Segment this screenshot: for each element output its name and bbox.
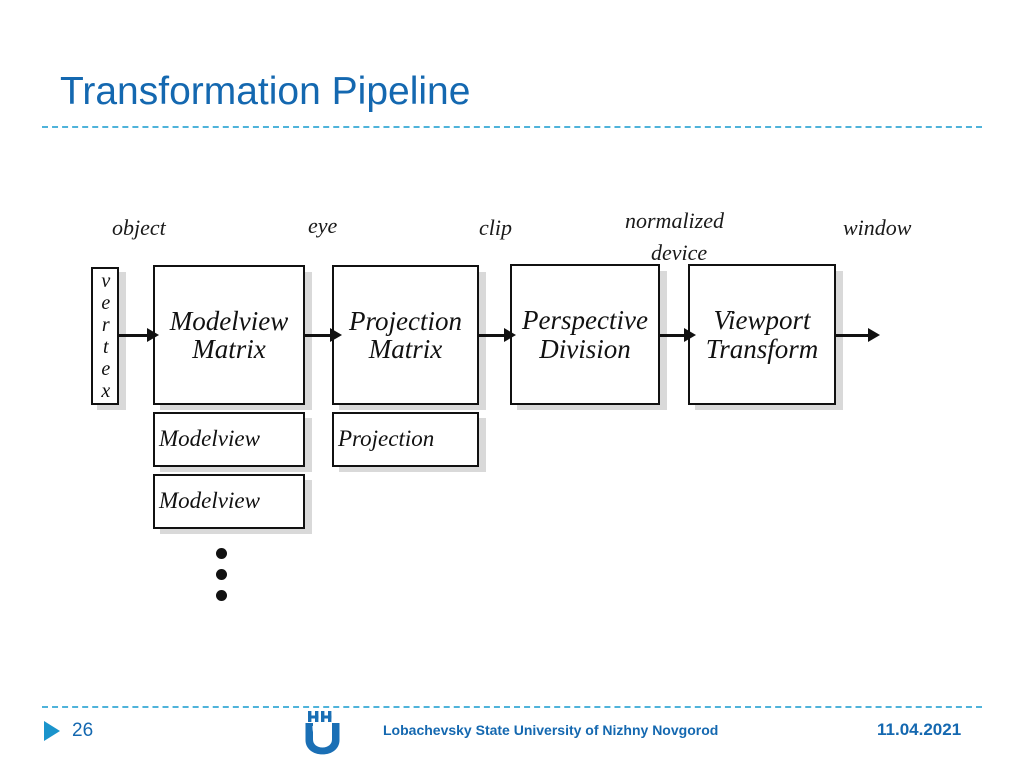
vertex-label: vertex <box>94 270 117 402</box>
modelview-matrix-line1: Modelview <box>169 305 289 336</box>
modelview-matrix-line2: Matrix <box>192 334 266 364</box>
perspective-division-line1: Perspective <box>522 305 648 336</box>
arrow-vertex-to-modelview <box>119 328 159 342</box>
page-title: Transformation Pipeline <box>60 70 471 113</box>
stage-label-normalized: normalized <box>625 208 724 233</box>
title-divider <box>42 126 982 128</box>
arrow-perspective-to-viewport <box>660 328 696 342</box>
footer-organization: Lobachevsky State University of Nizhny N… <box>383 722 719 738</box>
stage-label-window: window <box>843 215 912 240</box>
arrow-modelview-to-projection <box>305 328 342 342</box>
perspective-division-line2: Division <box>539 333 631 364</box>
projection-matrix-line2: Matrix <box>368 334 443 364</box>
page-number: 26 <box>72 720 94 741</box>
perspective-division-box: Perspective Division <box>510 264 660 405</box>
stage-label-eye: eye <box>308 213 338 238</box>
lobachevsky-university-logo-icon <box>302 709 344 755</box>
modelview-matrix-box: Modelview Matrix <box>153 265 305 405</box>
stage-label-device: device <box>651 240 708 265</box>
modelview-stack-item-2: Modelview <box>153 474 305 529</box>
arrow-viewport-to-window <box>836 328 880 342</box>
transformation-pipeline-diagram: object eye clip normalized device window… <box>91 208 912 611</box>
viewport-transform-line2: Transform <box>705 333 819 364</box>
projection-matrix-box: Projection Matrix <box>332 265 479 405</box>
arrow-projection-to-perspective <box>479 328 516 342</box>
stage-label-object: object <box>112 215 166 240</box>
vertex-box: vertex <box>91 267 119 405</box>
triangle-bullet-icon <box>44 721 60 741</box>
projection-stack-item-1: Projection <box>332 412 479 467</box>
modelview-stack-item-1: Modelview <box>153 412 305 467</box>
viewport-transform-box: Viewport Transform <box>688 264 836 405</box>
viewport-transform-line1: Viewport <box>713 305 811 336</box>
projection-matrix-line1: Projection <box>349 305 462 336</box>
footer-date: 11.04.2021 <box>877 720 962 739</box>
footer-divider <box>42 706 982 708</box>
modelview-stack-ellipsis <box>216 548 227 611</box>
stage-label-clip: clip <box>479 215 512 240</box>
